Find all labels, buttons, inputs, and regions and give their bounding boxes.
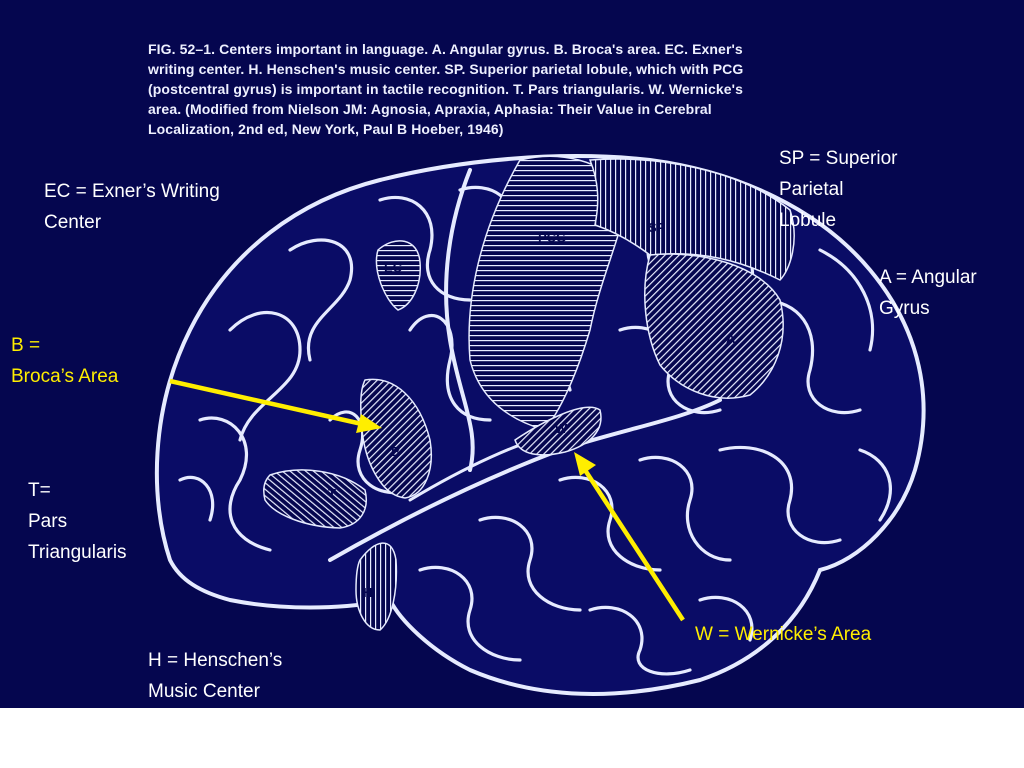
region-h-area: [355, 542, 398, 631]
label-wernickes-area: W = Wernicke’s Area: [695, 619, 871, 650]
caption-line: area. (Modified from Nielson JM: Agnosia…: [148, 101, 712, 117]
brain-illustration: EC PCG SP A B W T H: [154, 154, 926, 696]
region-tag-ec: EC: [384, 260, 403, 275]
brain-figure: EC PCG SP A B W T H FIG. 52–1. Centers i…: [0, 0, 1024, 708]
label-line: B =: [11, 335, 41, 356]
label-henschens-music-center: H = Henschen’s Music Center: [148, 645, 282, 707]
label-line: Center: [44, 212, 102, 233]
label-superior-parietal-lobule: SP = Superior Parietal Lobule: [779, 143, 897, 236]
label-angular-gyrus: A = Angular Gyrus: [879, 262, 977, 324]
label-pars-triangularis: T= Pars Triangularis: [28, 475, 127, 568]
label-line: H = Henschen’s: [148, 650, 283, 671]
caption-line: Localization, 2nd ed, New York, Paul B H…: [148, 121, 504, 137]
caption-line: (postcentral gyrus) is important in tact…: [148, 81, 743, 97]
region-w-area: [514, 406, 602, 456]
label-exners-writing-center: EC = Exner’s Writing Center: [44, 176, 220, 238]
label-line: Parietal: [779, 179, 844, 200]
label-line: Lobule: [779, 210, 837, 231]
region-tag-h: H: [363, 585, 372, 600]
region-tag-a: A: [726, 331, 736, 346]
region-tag-b: B: [391, 444, 400, 459]
label-line: Music Center: [148, 681, 260, 702]
label-line: Triangularis: [28, 542, 127, 563]
label-line: Broca’s Area: [11, 366, 119, 387]
broca-arrow-head: [356, 414, 382, 433]
wernicke-arrow-head: [574, 452, 596, 476]
label-line: T=: [28, 480, 51, 501]
region-tag-w: W: [555, 421, 568, 436]
region-tag-pcg: PCG: [538, 230, 566, 245]
label-brocas-area: B = Broca’s Area: [11, 330, 118, 392]
region-tag-t: T: [328, 486, 336, 501]
broca-arrow-shaft: [169, 378, 363, 427]
label-line: W = Wernicke’s Area: [695, 624, 872, 645]
region-sp-area: [588, 158, 795, 281]
label-line: Pars: [28, 511, 68, 532]
label-line: SP = Superior: [779, 148, 898, 169]
region-a-area: [644, 253, 784, 399]
wernicke-arrow-shaft: [583, 468, 685, 622]
region-t-area: [263, 469, 367, 529]
label-line: A = Angular: [879, 267, 977, 288]
caption-line: FIG. 52–1. Centers important in language…: [148, 41, 743, 57]
caption-line: writing center. H. Henschen's music cent…: [148, 61, 744, 77]
region-ec-area: [375, 240, 421, 311]
label-line: Gyrus: [879, 298, 930, 319]
label-line: EC = Exner’s Writing: [44, 181, 220, 202]
region-tag-sp: SP: [648, 220, 666, 235]
